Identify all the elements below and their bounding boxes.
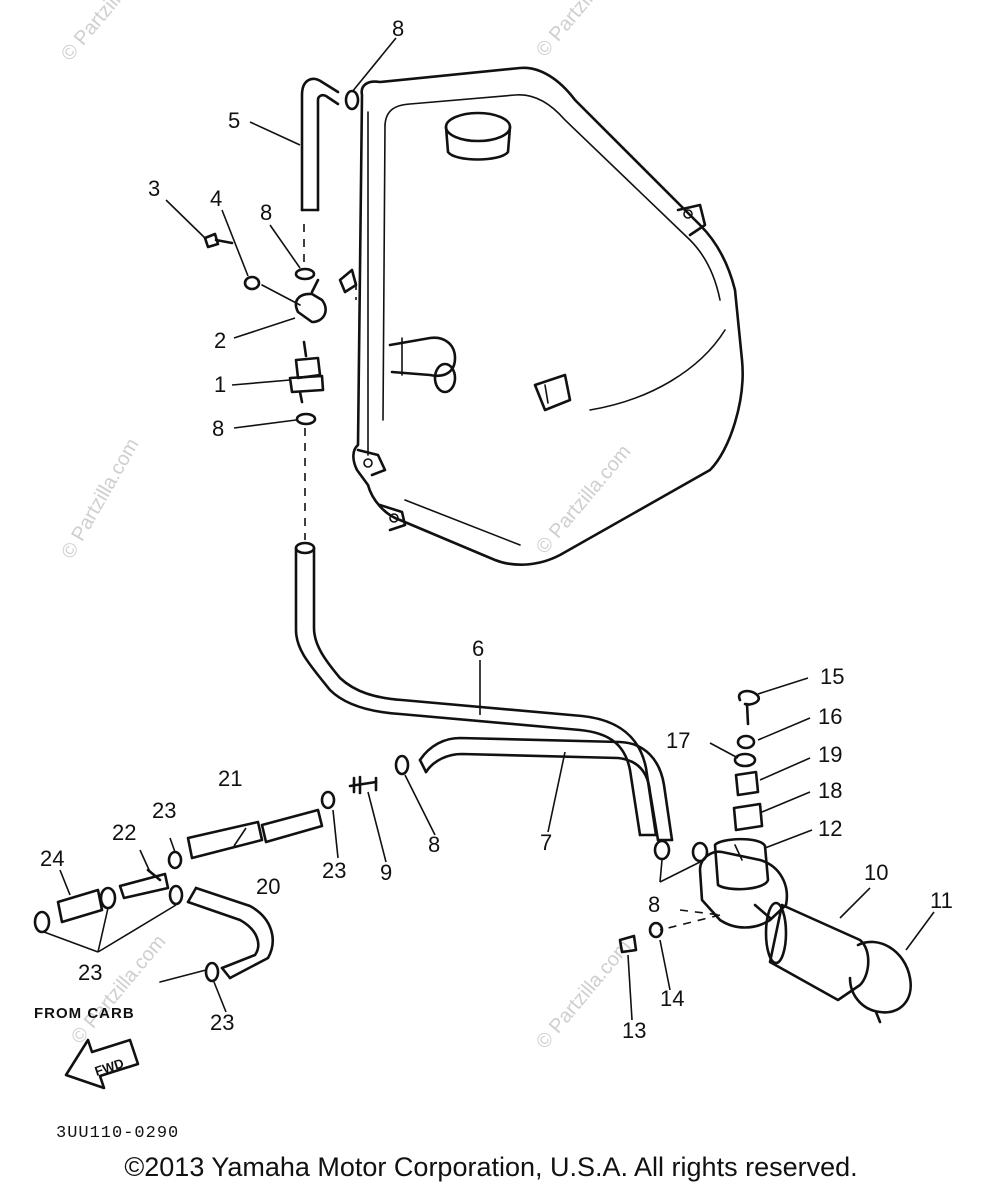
oil-hose-7 (418, 736, 674, 842)
callout-7: 7 (540, 830, 552, 855)
callout-6: 6 (472, 636, 484, 661)
vent-hose-5 (300, 77, 340, 212)
from-carb-label: FROM CARB (34, 1005, 135, 1022)
callout-19: 19 (818, 742, 842, 767)
watermark-bottom-center: © Partzilla.com (532, 936, 635, 1053)
clips-8 (294, 89, 709, 863)
callout-2: 2 (214, 328, 226, 353)
leader-lines (43, 37, 935, 1021)
copyright-notice: ©2013 Yamaha Motor Corporation, U.S.A. A… (124, 1152, 858, 1182)
callout-24: 24 (40, 846, 64, 871)
callout-23: 23 (152, 798, 176, 823)
watermarks: © Partzilla.com © Partzilla.com © Partzi… (57, 0, 635, 1053)
joint-9 (348, 775, 378, 795)
watermark-left: © Partzilla.com (57, 435, 143, 563)
fwd-label: FWD (93, 1055, 126, 1078)
callout-15: 15 (820, 664, 844, 689)
callout-8: 8 (428, 832, 440, 857)
callout-23: 23 (322, 858, 346, 883)
callout-9: 9 (380, 860, 392, 885)
callout-11: 11 (930, 888, 953, 913)
oil-hose-6 (294, 541, 658, 837)
watermark-top-left: © Partzilla.com (57, 0, 160, 65)
callout-12: 12 (818, 816, 842, 841)
assembly-lines (303, 224, 721, 931)
fwd-arrow: FWD (64, 1038, 140, 1090)
hose-21 (167, 790, 336, 870)
callout-13: 13 (622, 1018, 646, 1043)
oil-filter-1 (288, 340, 325, 404)
callout-8: 8 (260, 200, 272, 225)
callout-numbers: 8 5 3 4 8 2 1 8 6 15 16 17 19 18 21 23 1… (40, 16, 953, 1043)
pump-motor-10 (764, 901, 912, 1024)
callout-14: 14 (660, 986, 684, 1011)
callout-23: 23 (210, 1010, 234, 1035)
watermark-top-center: © Partzilla.com (532, 0, 635, 61)
callout-8: 8 (392, 16, 404, 41)
pump-bolts (618, 921, 664, 954)
callout-23: 23 (78, 960, 102, 985)
oil-tank (338, 66, 744, 566)
callout-3: 3 (148, 176, 160, 201)
watermark-bottom-left: © Partzilla.com (67, 931, 170, 1048)
diagram-code: 3UU110-0290 (56, 1124, 179, 1143)
hose-24 (33, 884, 184, 934)
callout-4: 4 (210, 186, 222, 211)
hose-20 (186, 886, 274, 983)
callout-1: 1 (214, 372, 226, 397)
callout-8: 8 (212, 416, 224, 441)
oil-pump-assembly (698, 689, 789, 929)
callout-5: 5 (228, 108, 240, 133)
joint-22 (118, 868, 170, 900)
callout-10: 10 (864, 860, 888, 885)
callout-20: 20 (256, 874, 280, 899)
filter-holder-parts (203, 232, 327, 324)
from-carb-arrow (159, 969, 207, 983)
callout-18: 18 (818, 778, 842, 803)
callout-21: 21 (218, 766, 242, 791)
callout-17: 17 (666, 728, 690, 753)
callout-22: 22 (112, 820, 136, 845)
callout-8: 8 (648, 892, 660, 917)
callout-16: 16 (818, 704, 842, 729)
